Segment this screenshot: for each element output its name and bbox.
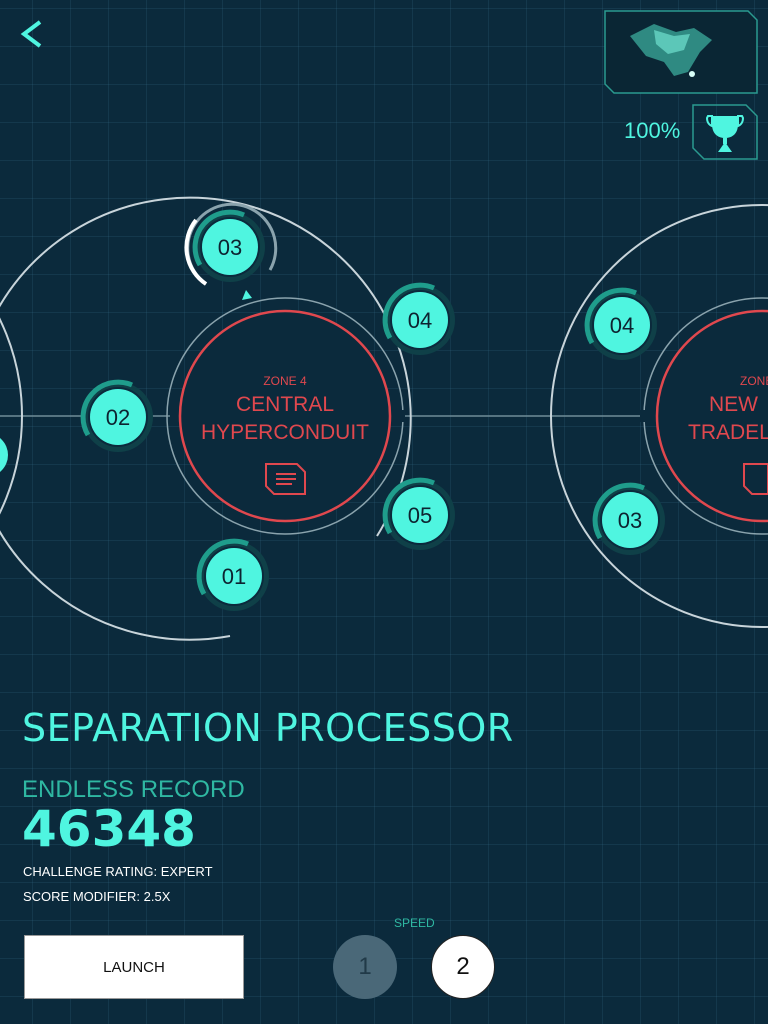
- ship-preview[interactable]: [604, 10, 758, 94]
- level-node-partial[interactable]: [0, 433, 8, 477]
- level-node-label: 01: [222, 564, 246, 589]
- spaceship-icon: [630, 24, 712, 77]
- speed-1-button[interactable]: 1: [333, 935, 397, 999]
- level-title: SEPARATION PROCESSOR: [22, 706, 514, 750]
- speed-label: SPEED: [394, 916, 435, 930]
- cluster-new-tradel: ZONE NEW TRADEL: [550, 204, 768, 628]
- level-node-label: 05: [408, 503, 432, 528]
- selection-pointer-icon: [242, 290, 252, 300]
- zone-name-line2: HYPERCONDUIT: [201, 421, 369, 444]
- cluster-central-hyperconduit: ZONE 4 CENTRAL HYPERCONDUIT: [0, 196, 412, 641]
- zone-map: ZONE 4 CENTRAL HYPERCONDUIT ZONE NEW TRA…: [0, 196, 768, 641]
- zone-circle[interactable]: [178, 309, 392, 523]
- zone-label: ZONE: [740, 374, 768, 388]
- level-node-label: 03: [218, 235, 242, 260]
- trophy-icon: [705, 115, 745, 152]
- level-node-label: 02: [106, 405, 130, 430]
- cluster-outer-ring: [550, 204, 768, 628]
- completion-percent: 100%: [624, 118, 681, 143]
- zone-name-line2: TRADEL: [688, 421, 768, 444]
- level-node-05[interactable]: 05: [382, 477, 455, 550]
- cluster-ring-left: [0, 317, 23, 515]
- trophy-button[interactable]: [692, 104, 758, 160]
- zone-label: ZONE 4: [263, 374, 307, 388]
- briefing-icon[interactable]: [743, 463, 768, 495]
- level-node-01[interactable]: 01: [196, 538, 269, 611]
- level-node-02[interactable]: 02: [80, 379, 153, 452]
- level-node-03[interactable]: 03: [592, 482, 665, 555]
- record-value: 46348: [22, 800, 196, 858]
- launch-button[interactable]: LAUNCH: [24, 935, 244, 999]
- level-node-04[interactable]: 04: [382, 282, 455, 355]
- record-label: ENDLESS RECORD: [22, 776, 245, 803]
- level-node-04[interactable]: 04: [584, 287, 657, 360]
- cluster-outer-ring: [0, 196, 412, 641]
- zone-name-line1: CENTRAL: [236, 393, 334, 416]
- challenge-rating: CHALLENGE RATING: EXPERT: [23, 864, 213, 879]
- level-node-label: 04: [610, 313, 634, 338]
- zone-circle[interactable]: [655, 309, 768, 523]
- level-node-label: 03: [618, 508, 642, 533]
- briefing-icon[interactable]: [265, 463, 306, 495]
- level-node-03[interactable]: 03: [192, 209, 265, 282]
- zone-name-line1: NEW: [709, 393, 758, 416]
- score-modifier: SCORE MODIFIER: 2.5X: [23, 889, 171, 904]
- speed-2-button[interactable]: 2: [431, 935, 495, 999]
- back-chevron-left-icon[interactable]: [16, 16, 48, 52]
- level-node-label: 04: [408, 308, 432, 333]
